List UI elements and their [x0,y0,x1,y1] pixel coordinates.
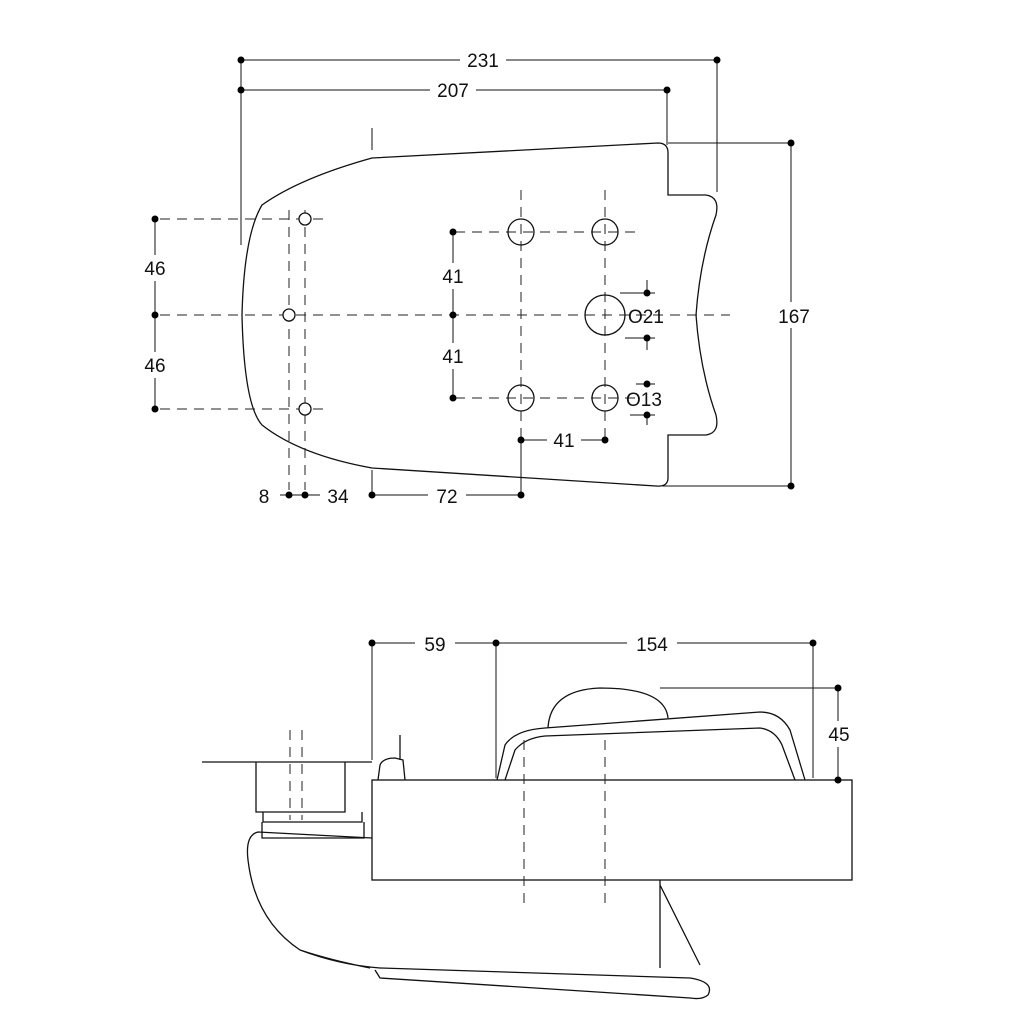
fixing-hole [282,308,296,322]
side-view: 59 154 45 [202,632,856,1000]
bowl-body [246,831,711,1000]
dim-41-horizontal: 41 [553,431,574,452]
dim-8: 8 [259,487,270,508]
dim-45: 45 [828,725,849,746]
dim-41-upper: 41 [442,267,463,288]
dim-154: 154 [636,635,668,656]
dim-207: 207 [437,81,469,102]
plate [371,779,853,881]
dim-46-upper: 46 [144,259,165,280]
bracket-base [261,822,365,839]
seat-hump [547,687,669,729]
dim-41-lower: 41 [442,347,463,368]
hinge [377,735,406,781]
dim-59: 59 [424,635,445,656]
dim-231: 231 [467,51,499,72]
fixing-hole [298,212,312,226]
mounting-bracket [255,762,363,823]
small-hole [507,384,535,412]
top-view-outline [241,142,718,487]
seat-lid [496,711,806,781]
dim-72: 72 [436,487,457,508]
bowl-front [659,880,701,968]
dim-34: 34 [327,487,349,508]
dim-diameter-13: O13 [626,390,662,411]
dim-46-lower: 46 [144,356,165,377]
top-view: 231 207 167 46 46 41 41 41 O21 [138,48,816,508]
large-hole [584,294,626,336]
fixing-hole [298,402,312,416]
dim-167: 167 [778,307,810,328]
small-hole [591,218,619,246]
small-hole [507,218,535,246]
dim-diameter-21: O21 [628,307,664,328]
small-hole [591,384,619,412]
